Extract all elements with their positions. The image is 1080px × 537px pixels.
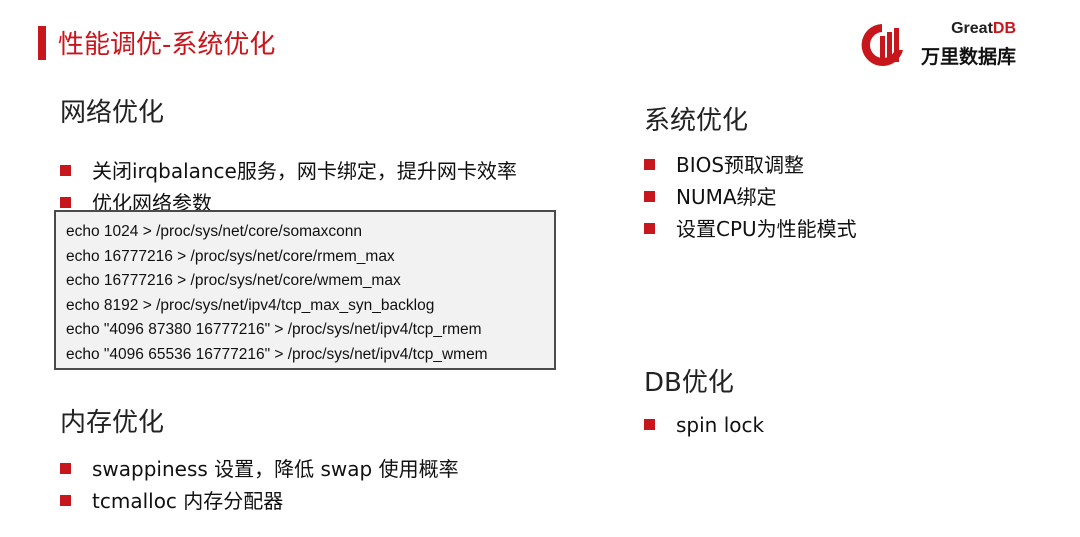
network-params-code-block: echo 1024 > /proc/sys/net/core/somaxconn… [54, 210, 556, 370]
greatdb-logo: GreatDB 万里数据库 [856, 20, 1026, 70]
bullet-text: spin lock [676, 413, 765, 437]
code-line: echo 8192 > /proc/sys/net/ipv4/tcp_max_s… [66, 296, 435, 314]
bullet-square-icon [60, 495, 71, 506]
list-item: spin lock [644, 409, 764, 441]
bullet-square-icon [644, 159, 655, 170]
logo-en-main: Great [951, 20, 993, 37]
db-bullets: spin lock [644, 409, 764, 441]
code-line: echo 16777216 > /proc/sys/net/core/rmem_… [66, 247, 395, 265]
list-item: swappiness 设置，降低 swap 使用概率 [60, 453, 459, 485]
bullet-square-icon [644, 223, 655, 234]
list-item: 设置CPU为性能模式 [644, 213, 857, 245]
list-item: NUMA绑定 [644, 181, 857, 213]
system-heading: 系统优化 [644, 106, 749, 136]
logo-wordmark-cn: 万里数据库 [920, 46, 1016, 68]
logo-wordmark-en: GreatDB [951, 20, 1016, 38]
title-accent-bar [38, 26, 46, 60]
system-section: 系统优化 BIOS预取调整 NUMA绑定 设置CPU为性能模式 [644, 100, 857, 245]
list-item: 关闭irqbalance服务，网卡绑定，提升网卡效率 [60, 155, 517, 187]
bullet-text: swappiness 设置，降低 swap 使用概率 [92, 457, 459, 481]
code-line: echo 1024 > /proc/sys/net/core/somaxconn [66, 223, 362, 240]
network-heading: 网络优化 [60, 98, 165, 128]
bullet-text: tcmalloc 内存分配器 [92, 489, 284, 513]
bullet-text: BIOS预取调整 [676, 153, 805, 177]
memory-section: 内存优化 swappiness 设置，降低 swap 使用概率 tcmalloc… [60, 402, 459, 517]
bullet-square-icon [644, 419, 655, 430]
bullet-text: 关闭irqbalance服务，网卡绑定，提升网卡效率 [92, 159, 517, 183]
page-title: 性能调优-系统优化 [58, 30, 276, 60]
list-item: tcmalloc 内存分配器 [60, 485, 459, 517]
bullet-text: 设置CPU为性能模式 [676, 217, 857, 241]
db-section: DB优化 spin lock [644, 362, 764, 441]
system-bullets: BIOS预取调整 NUMA绑定 设置CPU为性能模式 [644, 149, 857, 245]
db-heading: DB优化 [644, 368, 734, 398]
network-section: 网络优化 关闭irqbalance服务，网卡绑定，提升网卡效率 优化网络参数 [60, 92, 517, 219]
code-line: echo "4096 87380 16777216" > /proc/sys/n… [66, 321, 482, 338]
logo-mark-icon [861, 24, 903, 66]
bullet-text: NUMA绑定 [676, 185, 777, 209]
memory-bullets: swappiness 设置，降低 swap 使用概率 tcmalloc 内存分配… [60, 453, 459, 517]
code-line: echo "4096 65536 16777216" > /proc/sys/n… [66, 345, 488, 363]
code-line: echo 16777216 > /proc/sys/net/core/wmem_… [66, 272, 401, 289]
bullet-square-icon [60, 165, 71, 176]
bullet-square-icon [644, 191, 655, 202]
bullet-square-icon [60, 197, 71, 208]
memory-heading: 内存优化 [60, 408, 165, 438]
logo-en-accent: DB [992, 20, 1016, 37]
bullet-square-icon [60, 463, 71, 474]
list-item: BIOS预取调整 [644, 149, 857, 181]
